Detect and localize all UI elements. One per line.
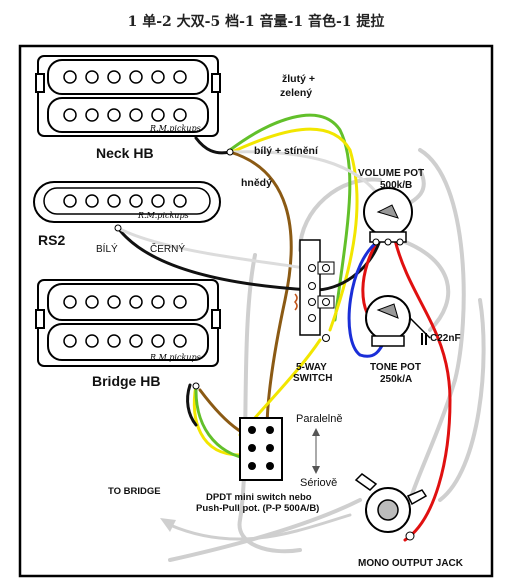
to-bridge-label: TO BRIDGE [108,486,161,497]
bridge-humbucker: R.M.pickups [35,279,221,367]
green-wire [228,113,352,322]
neck-humbucker: R.M.pickups [35,55,221,137]
board-outline [18,44,494,578]
white-wire-rs2 [116,226,307,270]
bridge-brand: R.M.pickups [149,353,201,362]
brown-wire-neck [228,150,293,442]
neck-label: Neck HB [96,145,154,161]
black-wire-rs2 [116,226,312,292]
dpdt-label-2: Push-Pull pot. (P-P 500A/B) [196,503,319,514]
switch-label-1: 5-WAY [296,362,327,373]
yellow-wire [230,127,359,332]
yellow-green-label-1: žlutý + [282,73,315,85]
yellow-green-label-2: zelený [280,87,312,99]
neck-brand: R.M.pickups [149,124,201,133]
tone-pot-label-2: 250k/A [380,374,412,385]
bridge-label: Bridge HB [92,373,160,389]
switch-label-2: SWITCH [293,373,332,384]
to-bridge-wire [168,513,352,541]
rs2-black-label: ČERNÝ [150,242,185,255]
white-shield-wire [230,150,387,207]
mode-arrow [312,428,320,474]
tone-pot [365,295,411,347]
rs2-brand: R.M.pickups [137,211,189,220]
series-label: Sériově [300,477,337,489]
dpdt-switch [239,417,283,481]
tone-pot-label-1: TONE POT [370,362,421,373]
output-jack-label: MONO OUTPUT JACK [358,558,464,569]
volume-pot-label-2: 500k/B [380,180,412,191]
solder-nodes [114,148,234,390]
capacitor [409,317,431,345]
capacitor-label: C22nF [430,333,461,344]
output-jack [354,473,428,541]
white-shield-label: bílý + stínění [254,145,319,157]
dpdt-label-1: DPDT mini switch nebo [206,492,312,503]
red-wire-jack [393,238,452,542]
ground-wires [168,148,486,562]
rs2-label: RS2 [38,232,65,248]
blue-wire [347,238,387,358]
black-wire-neck [194,136,232,155]
volume-pot-label-1: VOLUME POT [358,168,424,179]
page-title: 1 单-2 大双-5 档-1 音量-1 音色-1 提拉 [128,13,385,30]
rs2-pickup: R.M.pickups [33,181,221,223]
to-bridge-arrow [160,518,176,532]
five-way-switch [293,239,335,342]
bridge-black-wire [186,383,198,427]
brown-label: hnědý [241,177,272,189]
volume-pot [363,187,413,246]
parallel-label: Paralelně [296,413,342,425]
rs2-white-label: BÍLÝ [96,242,118,255]
